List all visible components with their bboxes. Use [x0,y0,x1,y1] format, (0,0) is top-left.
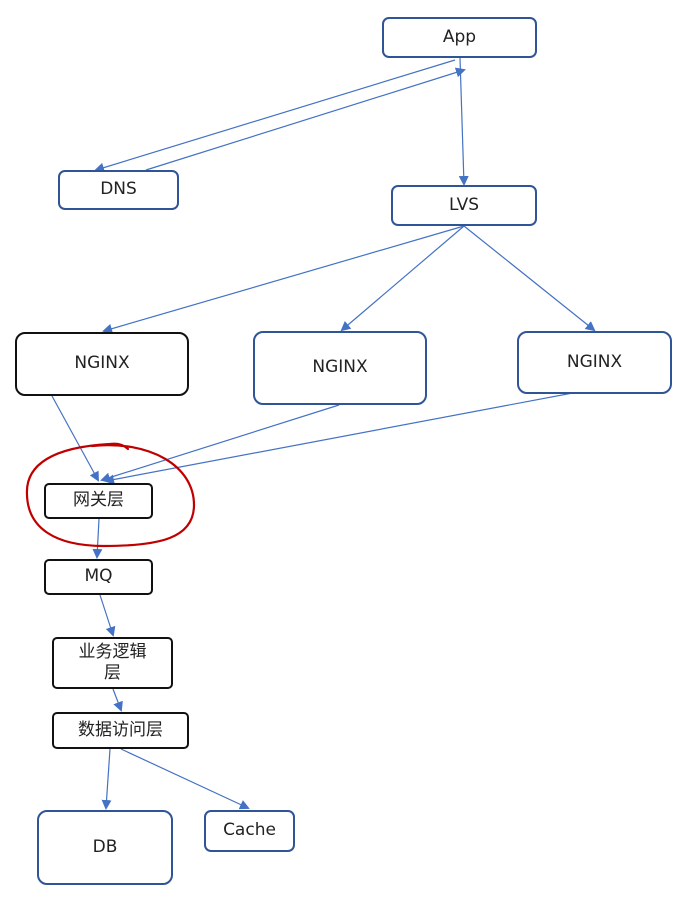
node-mq-label: MQ [84,566,113,587]
node-nginx-2: NGINX [253,331,427,405]
edge-data-access-to-db [101,748,112,810]
edge-mq-to-business [99,594,116,637]
node-nginx-1-label: NGINX [74,353,130,374]
node-cache-label: Cache [223,820,276,841]
node-db: DB [37,810,173,885]
edge-lvs-to-nginx-1 [102,225,465,334]
node-business-label: 业务逻辑 层 [78,641,147,683]
node-data-access: 数据访问层 [52,712,189,749]
edge-app-to-lvs [458,57,469,186]
node-nginx-3-label: NGINX [566,351,623,372]
edge-nginx-1-to-gateway [51,395,99,482]
node-db-label: DB [92,836,118,857]
node-data-access-label: 数据访问层 [78,719,163,740]
node-business: 业务逻辑 层 [52,637,173,689]
node-nginx-3: NGINX [517,331,672,394]
node-lvs-label: LVS [448,194,480,215]
node-lvs: LVS [391,185,537,226]
node-nginx-1: NGINX [15,332,189,396]
node-gateway: 网关层 [44,483,153,519]
highlight-circle [25,442,196,548]
edge-lvs-to-nginx-3 [463,225,596,332]
node-cache: Cache [204,810,295,852]
node-app-label: App [442,26,477,47]
node-app: App [382,17,537,58]
edge-app-to-dns [94,59,456,173]
edge-gateway-to-mq [92,518,103,559]
node-nginx-2-label: NGINX [312,357,368,378]
edge-lvs-to-nginx-2 [340,225,465,332]
edge-business-to-data-access [112,688,123,712]
edge-nginx-2-to-gateway [100,404,340,483]
node-dns-label: DNS [100,179,137,200]
edge-data-access-to-cache [120,748,250,810]
node-gateway-label: 网关层 [73,490,124,511]
edge-nginx-3-to-gateway [104,391,579,485]
node-mq: MQ [44,559,153,595]
edge-dns-to-app [145,67,466,171]
node-dns: DNS [58,170,179,210]
